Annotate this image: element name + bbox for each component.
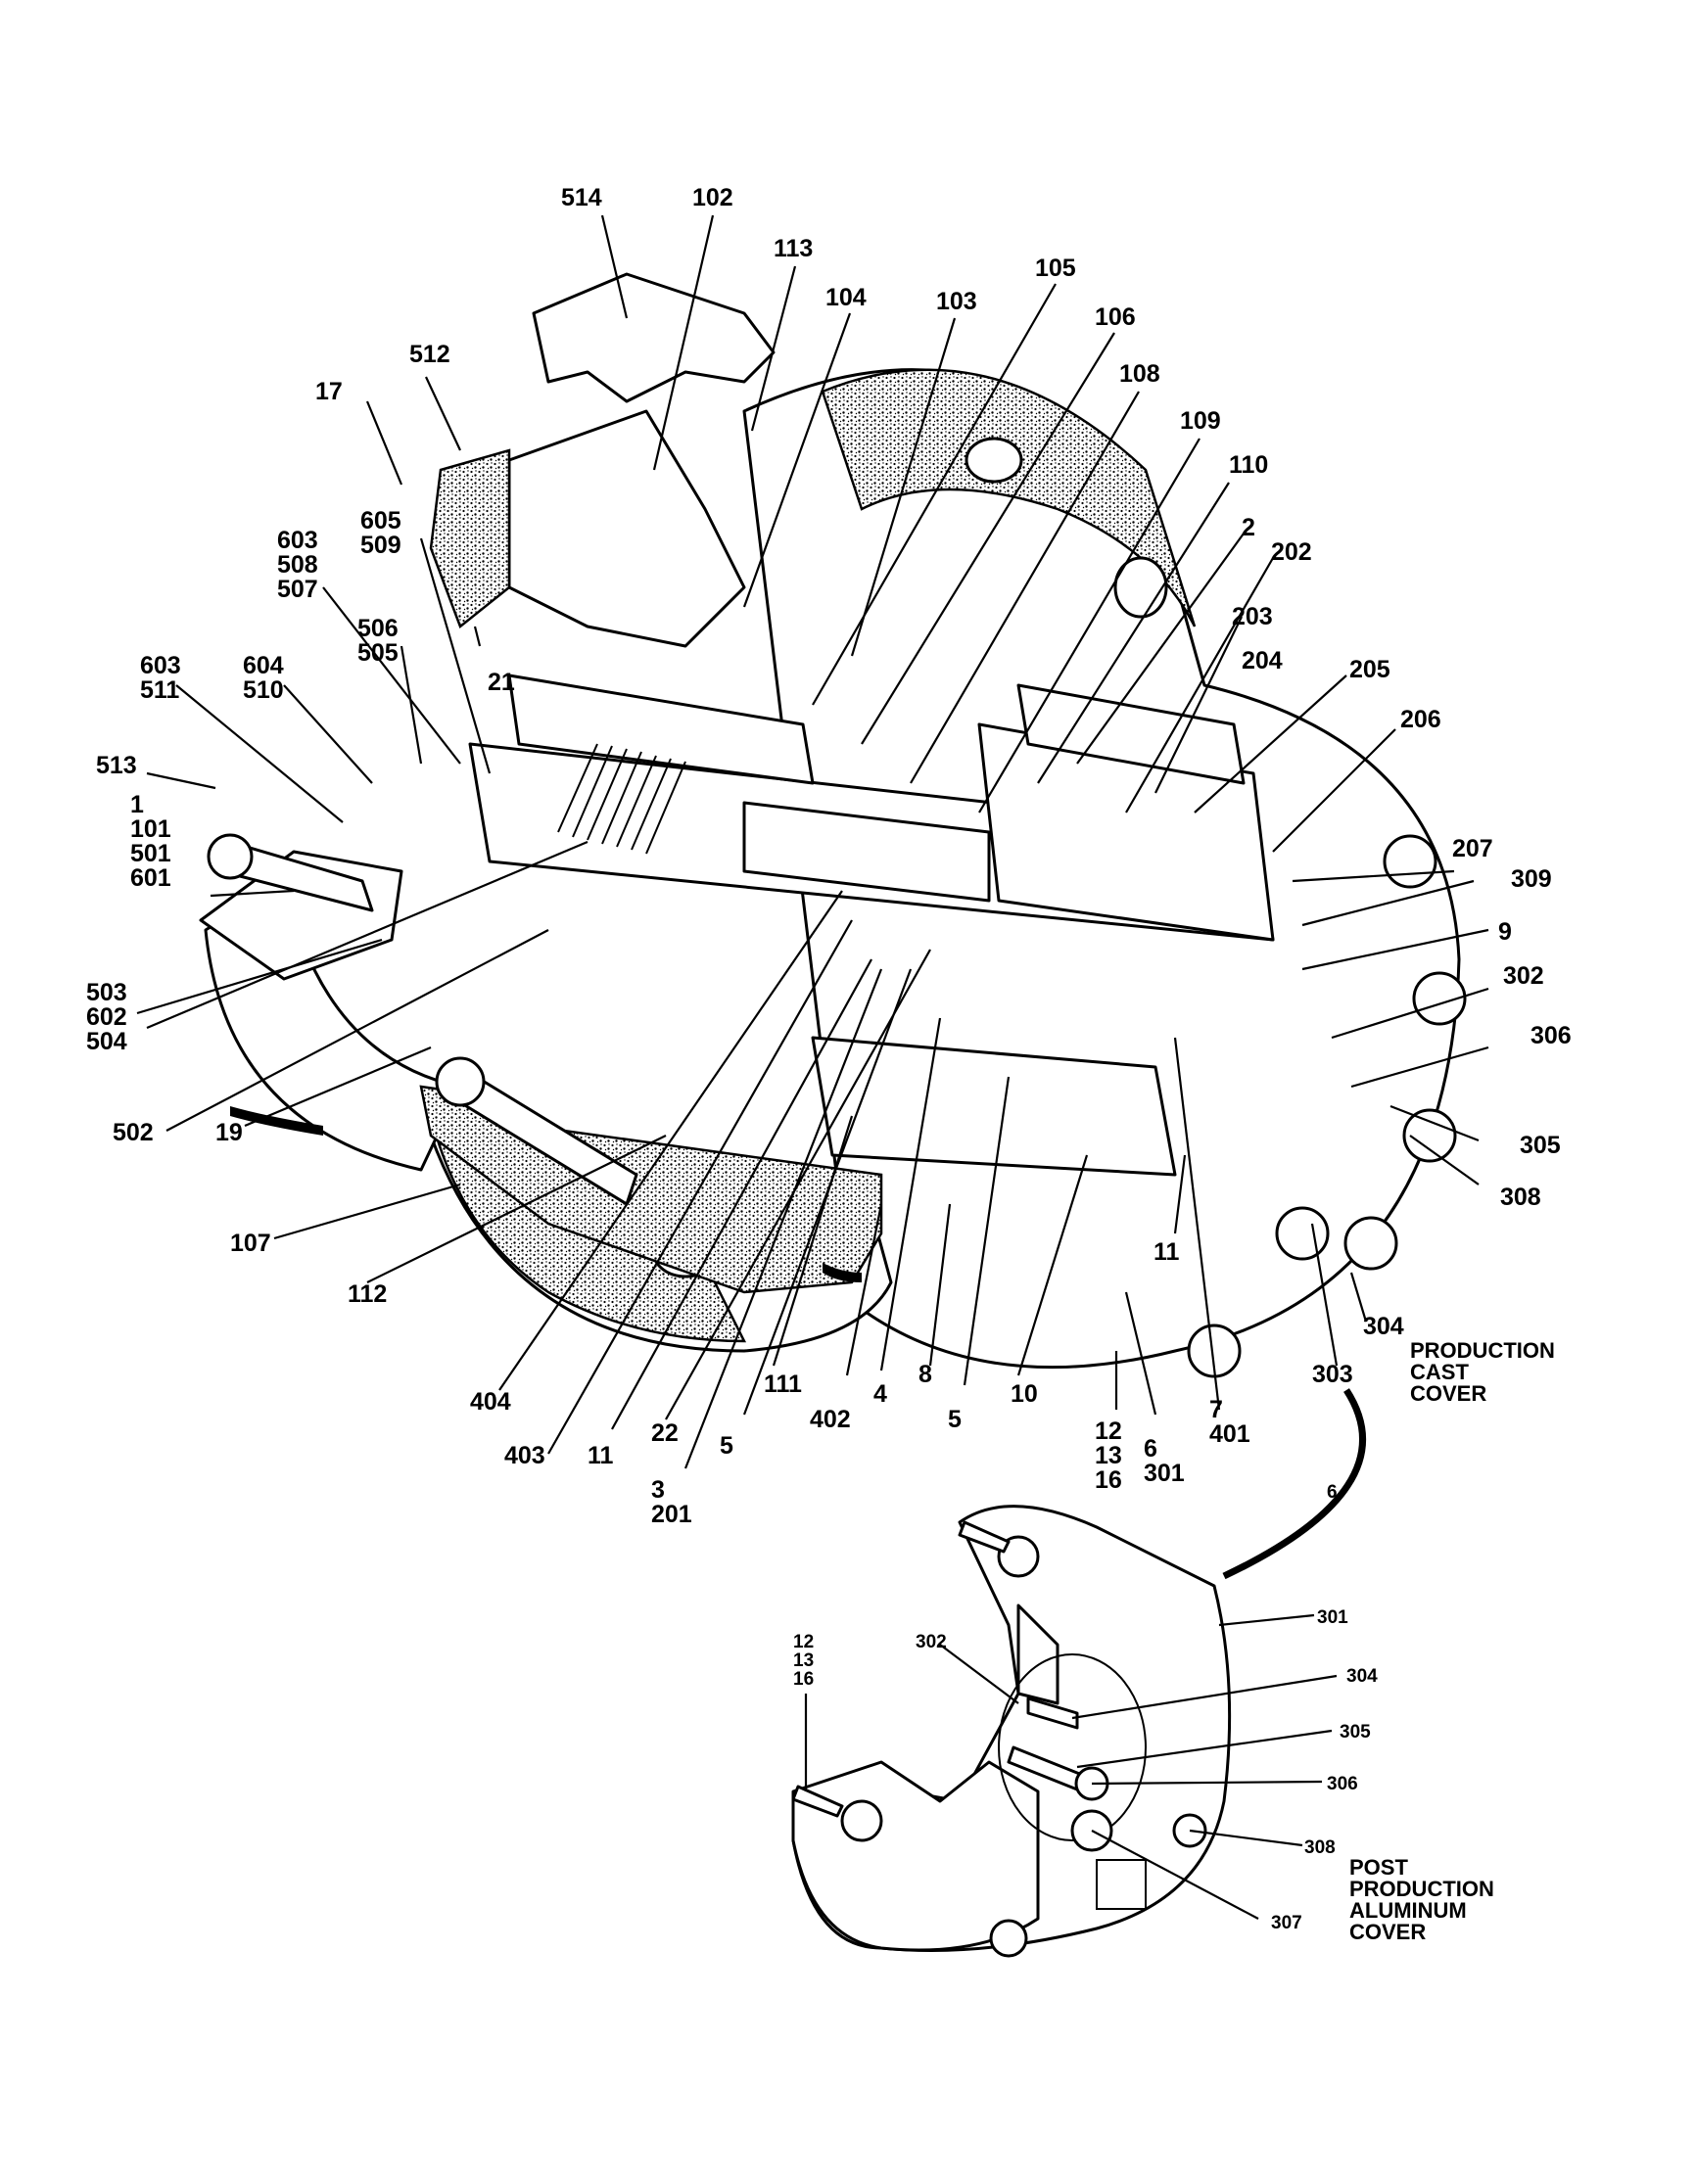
callout-204: 204 — [1242, 647, 1283, 674]
inset-callout-302: 302 — [916, 1632, 947, 1652]
callout-2: 2 — [1242, 514, 1255, 541]
inset-callout-301: 301 — [1317, 1607, 1348, 1628]
callout-17: 17 — [315, 378, 343, 405]
callout-4: 4 — [873, 1380, 887, 1408]
callout-line: 505 — [357, 639, 399, 667]
callout-207: 207 — [1452, 835, 1493, 862]
inset-callout-305: 305 — [1340, 1722, 1371, 1743]
callout-309: 309 — [1511, 865, 1552, 893]
callout-line: COVER — [1349, 1920, 1426, 1944]
callout-10: 10 — [1011, 1380, 1038, 1408]
callout-9: 9 — [1498, 918, 1512, 946]
callout-514: 514 — [561, 184, 602, 211]
inset-callout-307: 307 — [1271, 1913, 1302, 1933]
callout-5-b: 5 — [720, 1432, 733, 1460]
callout-106: 106 — [1095, 303, 1136, 331]
callout-110: 110 — [1229, 451, 1268, 479]
leader-lines-main — [136, 214, 1489, 1469]
callout-404: 404 — [470, 1388, 511, 1416]
callout-403: 403 — [504, 1442, 545, 1469]
callout-19: 19 — [215, 1119, 243, 1146]
callout-line: COVER — [1410, 1381, 1486, 1406]
inset-callout-308: 308 — [1304, 1837, 1336, 1858]
callout-line: 101 — [130, 815, 171, 843]
callout-line: 508 — [277, 551, 318, 579]
callout-line: 601 — [130, 864, 171, 892]
inset-callout-6: 6 — [1327, 1482, 1338, 1503]
callout-111: 111 — [764, 1371, 802, 1398]
callout-308: 308 — [1500, 1184, 1541, 1211]
callout-105: 105 — [1035, 255, 1076, 282]
callout-line: 509 — [360, 532, 401, 559]
inset-connector-arc — [1222, 1388, 1366, 1580]
leader-lines-inset — [804, 1613, 1338, 1920]
callout-402: 402 — [810, 1406, 851, 1433]
callout-labels-main: 514 102 113 104 103 105 106 108 109 110 … — [86, 184, 1572, 1528]
callout-206: 206 — [1400, 706, 1441, 733]
callout-line: ALUMINUM — [1349, 1898, 1467, 1923]
callout-112: 112 — [348, 1280, 387, 1308]
callout-line: 501 — [130, 840, 171, 867]
callout-line: 511 — [140, 676, 179, 704]
callout-205: 205 — [1349, 656, 1390, 683]
callout-113: 113 — [774, 235, 813, 262]
inset-aluminum-cover — [791, 1505, 1232, 1958]
callout-512: 512 — [409, 341, 450, 368]
callout-203: 203 — [1232, 603, 1273, 630]
callout-line: 401 — [1209, 1420, 1250, 1448]
callout-line: 201 — [651, 1501, 692, 1528]
callout-line: 510 — [243, 676, 284, 704]
main-cutaway-assembly — [199, 272, 1467, 1378]
callout-line: 13 — [1095, 1442, 1122, 1469]
inset-callout-304: 304 — [1346, 1666, 1378, 1687]
callout-line: 13 — [793, 1650, 814, 1671]
callout-22: 22 — [651, 1419, 679, 1447]
callout-202: 202 — [1271, 538, 1312, 566]
callout-5-a: 5 — [948, 1406, 962, 1433]
callout-21: 21 — [488, 669, 515, 696]
callout-304: 304 — [1363, 1313, 1404, 1340]
callout-302: 302 — [1503, 962, 1544, 990]
callout-107: 107 — [230, 1230, 271, 1257]
callout-305: 305 — [1520, 1132, 1561, 1159]
callout-513: 513 — [96, 752, 137, 779]
callout-8: 8 — [918, 1361, 932, 1388]
callout-line: 16 — [793, 1669, 814, 1690]
callout-306: 306 — [1530, 1022, 1572, 1049]
callout-103: 103 — [936, 288, 977, 315]
callout-303: 303 — [1312, 1361, 1353, 1388]
callout-line: 16 — [1095, 1466, 1122, 1494]
callout-104: 104 — [825, 284, 867, 311]
callout-line: PRODUCTION — [1349, 1877, 1494, 1901]
callout-line: 602 — [86, 1003, 127, 1031]
callout-line: CAST — [1410, 1360, 1469, 1384]
callout-line: 504 — [86, 1028, 127, 1055]
callout-108: 108 — [1119, 360, 1160, 388]
callout-line: 301 — [1144, 1460, 1185, 1487]
callout-109: 109 — [1180, 407, 1221, 435]
callout-11-left: 11 — [588, 1442, 614, 1469]
callout-11-right: 11 — [1154, 1238, 1180, 1266]
callout-102: 102 — [692, 184, 733, 211]
callout-line: 507 — [277, 576, 318, 603]
callout-502: 502 — [113, 1119, 154, 1146]
inset-callout-306: 306 — [1327, 1774, 1358, 1794]
